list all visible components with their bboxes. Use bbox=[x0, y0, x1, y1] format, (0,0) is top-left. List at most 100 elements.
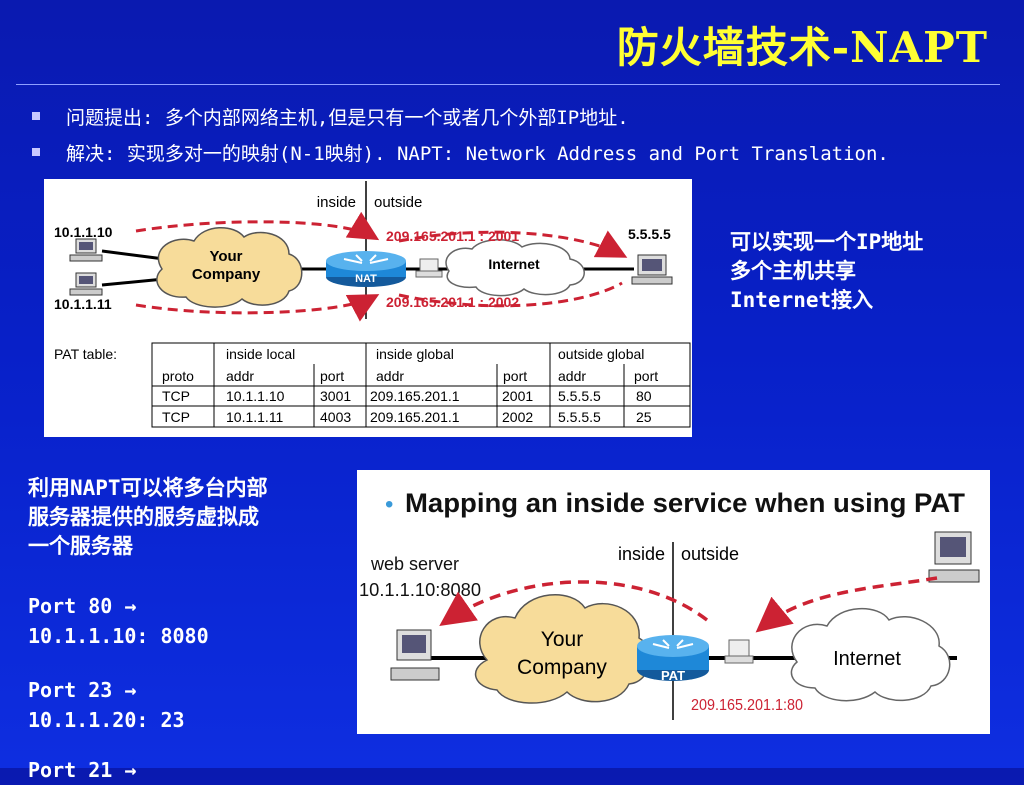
outside-label: outside bbox=[681, 544, 739, 564]
company-label: Your bbox=[541, 628, 583, 651]
company-cloud bbox=[156, 226, 303, 308]
table-cell: 2001 bbox=[502, 388, 533, 404]
table-column-header: addr bbox=[558, 368, 586, 384]
note-text: 可以将多台内部 bbox=[120, 476, 268, 500]
slide-title: 防火墙技术-NAPT bbox=[616, 23, 988, 72]
server-icon bbox=[724, 639, 754, 664]
table-cell: 80 bbox=[636, 388, 652, 404]
computer-icon bbox=[390, 629, 440, 681]
note-text: 地址 bbox=[881, 230, 924, 254]
computer-icon bbox=[631, 254, 673, 285]
internet-label: Internet bbox=[833, 648, 901, 670]
bullet-text: 问题提出: 多个内部网络主机,但是只有一个或者几个外部IP地址. bbox=[66, 106, 629, 129]
outside-label: outside bbox=[374, 194, 422, 211]
note-text: 多个主机共享 bbox=[730, 259, 856, 283]
table-row: TCP 10.1.1.10 3001 209.165.201.1 2001 5.… bbox=[162, 388, 652, 404]
note-code: Internet bbox=[730, 288, 832, 312]
table-cell: 25 bbox=[636, 409, 652, 425]
computer-icon bbox=[69, 272, 103, 296]
internet-label: Internet bbox=[488, 256, 540, 272]
bullet-square-icon bbox=[32, 112, 40, 120]
note-text: 可以实现一个 bbox=[730, 230, 856, 254]
host-address: 10.1.1.10 bbox=[54, 224, 113, 240]
company-label: Your bbox=[209, 248, 242, 265]
internet-cloud bbox=[445, 239, 585, 297]
table-cell: 3001 bbox=[320, 388, 351, 404]
table-cell: TCP bbox=[162, 388, 190, 404]
inside-label: inside bbox=[317, 194, 356, 211]
table-cell: 209.165.201.1 bbox=[370, 409, 460, 425]
table-group-header: outside global bbox=[558, 346, 644, 362]
flow-label: 209.165.201.1 : 2002 bbox=[386, 294, 519, 310]
table-cell: 10.1.1.11 bbox=[226, 409, 284, 425]
port-map-from: Port 80 → bbox=[28, 594, 137, 618]
note-text: 利用 bbox=[28, 476, 70, 500]
table-cell: 10.1.1.10 bbox=[226, 388, 285, 404]
bullet-text: 解决: 实现多对一的映射(N-1映射). NAPT: Network Addre… bbox=[66, 142, 889, 165]
table-column-header: addr bbox=[226, 368, 254, 384]
bullet-list: 问题提出: 多个内部网络主机,但是只有一个或者几个外部IP地址. 解决: 实现多… bbox=[28, 98, 889, 170]
diagram-heading: Mapping an inside service when using PAT bbox=[405, 488, 966, 518]
remote-host-address: 5.5.5.5 bbox=[628, 226, 671, 242]
flow-arrow bbox=[398, 281, 623, 308]
table-cell: TCP bbox=[162, 409, 190, 425]
bullet-item: 解决: 实现多对一的映射(N-1映射). NAPT: Network Addre… bbox=[28, 134, 889, 170]
company-label: Company bbox=[192, 266, 261, 283]
router-label: NAT bbox=[355, 273, 377, 285]
note-text: 接入 bbox=[831, 288, 874, 312]
nat-diagram-panel: inside outside 10.1.1.10 10.1.1.11 Your … bbox=[44, 179, 692, 437]
table-column-header: port bbox=[634, 368, 658, 384]
flow-arrow bbox=[135, 211, 380, 241]
computer-icon bbox=[69, 238, 103, 262]
ip-sharing-note: 可以实现一个IP地址 多个主机共享 Internet接入 bbox=[730, 228, 1010, 315]
port-map-to: 10.1.1.10: 8080 bbox=[28, 624, 209, 648]
port-map-from: Port 23 → bbox=[28, 678, 137, 702]
note-code: IP bbox=[856, 230, 882, 254]
computer-icon bbox=[928, 531, 980, 583]
flow-arrow bbox=[135, 294, 380, 322]
flow-arrow bbox=[398, 230, 628, 258]
port-map: Port 23 → 10.1.1.20: 23 bbox=[28, 675, 185, 735]
bullet-square-icon bbox=[32, 148, 40, 156]
table-column-header: port bbox=[503, 368, 527, 384]
table-cell: 4003 bbox=[320, 409, 351, 425]
table-cell: 209.165.201.1 bbox=[370, 388, 460, 404]
table-column-header: addr bbox=[376, 368, 404, 384]
note-text: 服务器提供的服务虚拟成 bbox=[28, 505, 259, 529]
public-address: 209.165.201.1:80 bbox=[691, 697, 803, 714]
pat-table bbox=[151, 342, 691, 428]
pat-service-diagram-panel: • Mapping an inside service when using P… bbox=[357, 470, 990, 734]
server-virtualization-note: 利用NAPT可以将多台内部 服务器提供的服务虚拟成 一个服务器 bbox=[28, 474, 338, 561]
table-column-header: port bbox=[320, 368, 344, 384]
port-map: Port 21 → bbox=[28, 755, 136, 785]
router-icon bbox=[637, 635, 709, 681]
flow-arrow bbox=[439, 580, 709, 626]
server-icon bbox=[415, 258, 443, 278]
table-column-header: proto bbox=[162, 368, 194, 384]
flow-arrow bbox=[755, 576, 938, 633]
server-label: web server bbox=[370, 554, 459, 574]
table-group-header: inside local bbox=[226, 346, 295, 362]
heading-bullet: • bbox=[385, 491, 393, 518]
company-label: Company bbox=[517, 656, 607, 679]
router-icon bbox=[326, 251, 406, 287]
table-label: PAT table: bbox=[54, 346, 117, 362]
inside-label: inside bbox=[618, 544, 665, 564]
server-address: 10.1.1.10:8080 bbox=[359, 580, 481, 600]
port-map-to: 10.1.1.20: 23 bbox=[28, 708, 185, 732]
note-text: 一个服务器 bbox=[28, 534, 133, 558]
table-cell: 5.5.5.5 bbox=[558, 388, 601, 404]
nat-diagram: inside outside 10.1.1.10 10.1.1.11 Your … bbox=[54, 181, 691, 428]
table-group-header: inside global bbox=[376, 346, 454, 362]
table-row: TCP 10.1.1.11 4003 209.165.201.1 2002 5.… bbox=[162, 409, 652, 425]
title-divider bbox=[16, 84, 1000, 85]
host-address: 10.1.1.11 bbox=[54, 296, 112, 312]
table-cell: 2002 bbox=[502, 409, 533, 425]
port-map-from: Port 21 → bbox=[28, 758, 137, 782]
port-map: Port 80 → 10.1.1.10: 8080 bbox=[28, 591, 209, 651]
bullet-item: 问题提出: 多个内部网络主机,但是只有一个或者几个外部IP地址. bbox=[28, 98, 889, 134]
flow-label: 209.165.201.1 : 2001 bbox=[386, 228, 519, 244]
table-cell: 5.5.5.5 bbox=[558, 409, 601, 425]
pat-service-diagram: • Mapping an inside service when using P… bbox=[359, 488, 980, 720]
router-label: PAT bbox=[661, 668, 685, 683]
